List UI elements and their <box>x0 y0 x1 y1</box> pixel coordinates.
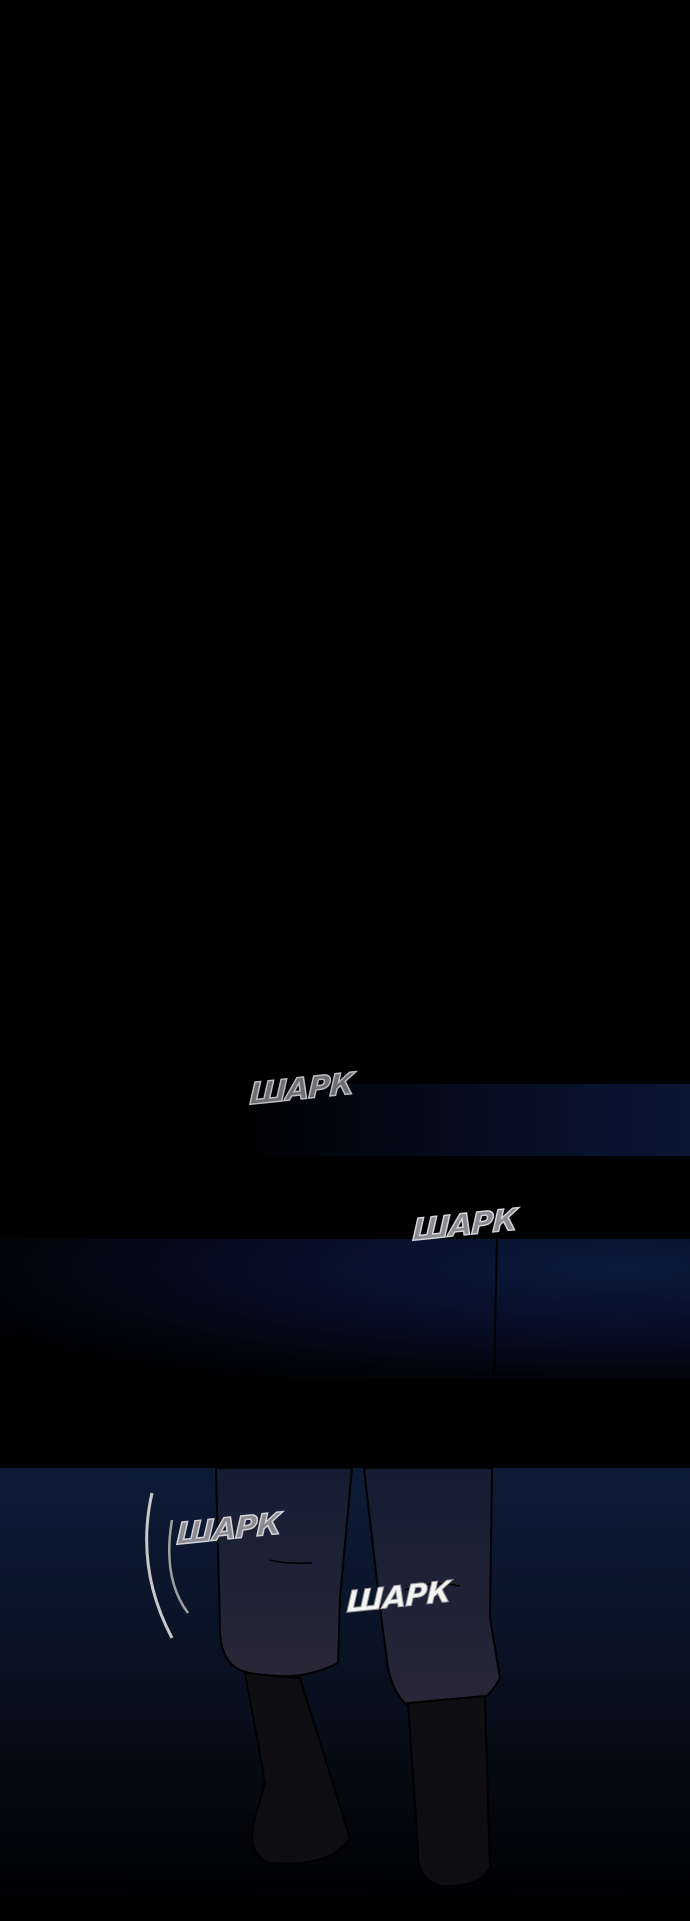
panel-walking-legs <box>0 1468 690 1921</box>
walking-legs-illustration <box>145 1468 502 1888</box>
leg-outline-line <box>493 1239 498 1378</box>
panel-dark-strip-1 <box>0 1084 690 1156</box>
motion-line <box>145 1492 174 1639</box>
panel-dark-strip-2 <box>0 1239 690 1378</box>
motion-line <box>167 1519 190 1614</box>
